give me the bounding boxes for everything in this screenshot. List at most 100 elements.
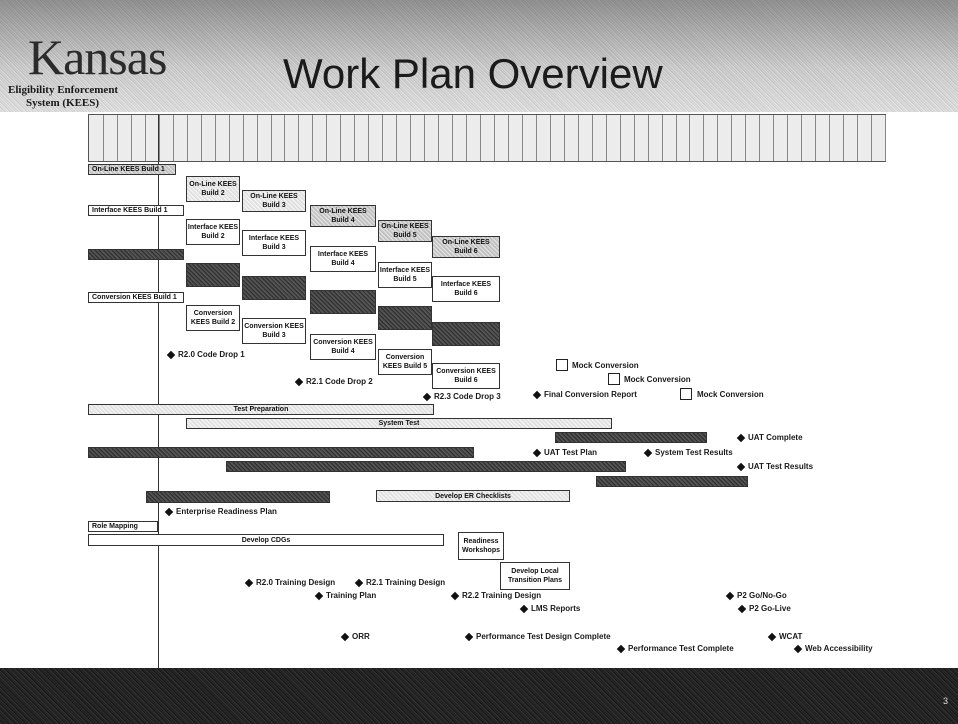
diamond-icon (519, 604, 529, 614)
header-shading (0, 0, 958, 112)
milestone-enterprise-readiness-plan: Enterprise Readiness Plan (164, 507, 277, 517)
date-column-label: 6/23/2013 (549, 127, 552, 159)
date-column-header: 5/12/2013 (466, 115, 481, 161)
date-column-label: 11/3/2013 (815, 128, 818, 159)
date-column-header: 8/25/2013 (676, 115, 691, 161)
date-column-header: 1/6/2013 (215, 115, 230, 161)
diamond-icon (793, 644, 803, 654)
bar-test-dark-2 (226, 461, 626, 472)
date-column-header: 1/27/2013 (257, 115, 272, 161)
date-column-label: 4/14/2013 (410, 127, 413, 159)
label-mock-conversion-2: Mock Conversion (624, 375, 691, 384)
bar-online-build-5: On-Line KEES Build 5 (378, 220, 432, 242)
bar-system-test: System Test (186, 418, 612, 429)
date-column-label: 5/12/2013 (466, 127, 469, 159)
date-column-header: 12/16/2012 (173, 115, 188, 161)
bar-role-mapping: Role Mapping (88, 521, 158, 532)
date-column-header: 11/10/2013 (829, 115, 845, 161)
date-column-header: 12/23/2012 (187, 115, 202, 161)
date-column-label: 11/11/2012 (102, 124, 105, 159)
date-column-label: 4/7/2013 (396, 131, 399, 159)
date-column-label: 11/24/2013 (857, 124, 860, 159)
milestone-r22-training-design: R2.2 Training Design (450, 591, 541, 601)
date-column-header: 11/17/2013 (843, 115, 859, 161)
date-column-label: 2/17/2013 (298, 127, 301, 159)
date-column-label: 11/18/2012 (116, 124, 119, 159)
date-column-header: 9/1/2013 (689, 115, 705, 161)
date-column-label: 11/25/2012 (130, 124, 133, 159)
date-column-label: 9/29/2013 (745, 127, 748, 159)
date-column-header: 7/7/2013 (578, 115, 593, 161)
slide-title: Work Plan Overview (283, 50, 663, 97)
bar-dark-build-3 (242, 276, 306, 300)
bar-conversion-build-4: Conversion KEES Build 4 (310, 334, 376, 360)
diamond-icon (464, 632, 474, 642)
date-column-header: 6/30/2013 (564, 115, 579, 161)
date-column-label: 7/28/2013 (619, 127, 622, 159)
date-column-label: 5/5/2013 (452, 131, 455, 159)
date-column-header: 9/8/2013 (703, 115, 719, 161)
date-column-label: 5/19/2013 (480, 127, 483, 159)
date-column-header: 10/27/2013 (801, 115, 817, 161)
date-column-header: 2/24/2013 (312, 115, 328, 161)
page-number: 3 (942, 696, 948, 706)
date-column-label: 8/11/2013 (647, 128, 650, 159)
date-column-label: 6/16/2013 (535, 127, 538, 159)
date-column-header: 3/31/2013 (382, 115, 398, 161)
date-column-header: 6/2/2013 (508, 115, 523, 161)
date-column-header: 12/1/2013 (871, 115, 886, 161)
diamond-icon (354, 578, 364, 588)
milestone-orr: ORR (340, 632, 370, 642)
bar-readiness-workshops: Readiness Workshops (458, 532, 504, 560)
mock-conversion-box-3 (680, 388, 692, 400)
date-column-label: 12/16/2012 (172, 123, 175, 159)
milestone-system-test-results: System Test Results (643, 448, 733, 458)
date-column-header: 1/20/2013 (243, 115, 258, 161)
date-column-label: 8/25/2013 (675, 127, 678, 159)
bar-develop-cdgs: Develop CDGs (88, 534, 444, 546)
date-column-label: 3/24/2013 (368, 127, 371, 159)
bar-dark-build-4 (310, 290, 376, 314)
bar-interface-build-6: Interface KEES Build 6 (432, 276, 500, 302)
milestone-uat-complete: UAT Complete (736, 433, 803, 443)
date-column-label: 2/3/2013 (270, 131, 273, 159)
date-column-header: 8/4/2013 (634, 115, 649, 161)
date-column-header: 11/11/2012 (103, 115, 118, 161)
bar-online-build-4: On-Line KEES Build 4 (310, 205, 376, 227)
label-mock-conversion-3: Mock Conversion (697, 390, 764, 399)
diamond-icon (450, 591, 460, 601)
kees-logo: Kansas Eligibility Enforcement System (K… (6, 29, 167, 110)
milestone-training-plan: Training Plan (314, 591, 376, 601)
bar-uat-dark (555, 432, 707, 443)
bar-conversion-build-6: Conversion KEES Build 6 (432, 363, 500, 389)
date-column-label: 12/2/2012 (144, 127, 147, 159)
milestone-final-conversion-report: Final Conversion Report (532, 390, 637, 400)
footer-band (0, 668, 958, 724)
date-column-header: 4/21/2013 (424, 115, 440, 161)
date-column-label: 10/13/2013 (773, 123, 776, 159)
date-column-header: 7/14/2013 (592, 115, 607, 161)
date-column-label: 2/24/2013 (312, 127, 315, 159)
diamond-icon (532, 390, 542, 400)
logo-subtitle-line1: Eligibility Enforcement (8, 84, 119, 96)
bar-interface-build-4: Interface KEES Build 4 (310, 246, 376, 272)
date-column-label: 1/27/2013 (256, 127, 259, 159)
diamond-icon (616, 644, 626, 654)
date-column-header: 8/11/2013 (648, 115, 663, 161)
diamond-icon (422, 392, 432, 402)
date-column-header: 11/25/2012 (131, 115, 146, 161)
date-column-header: 9/22/2013 (731, 115, 747, 161)
bar-test-dark-1 (88, 447, 474, 458)
date-column-label: 12/9/2012 (158, 127, 161, 159)
date-column-header: 4/7/2013 (396, 115, 412, 161)
date-column-label: 11/17/2013 (843, 124, 846, 159)
bar-conversion-build-3: Conversion KEES Build 3 (242, 318, 306, 344)
milestone-r21-training-design: R2.1 Training Design (354, 578, 445, 588)
date-column-header: 1/13/2013 (229, 115, 244, 161)
bar-interface-build-3: Interface KEES Build 3 (242, 230, 306, 256)
date-column-header: 2/3/2013 (271, 115, 286, 161)
date-column-label: 8/4/2013 (633, 131, 636, 159)
logo-wordmark: Kansas (28, 29, 167, 85)
bar-conversion-build-2: Conversion KEES Build 2 (186, 305, 240, 331)
date-column-header: 4/14/2013 (410, 115, 426, 161)
